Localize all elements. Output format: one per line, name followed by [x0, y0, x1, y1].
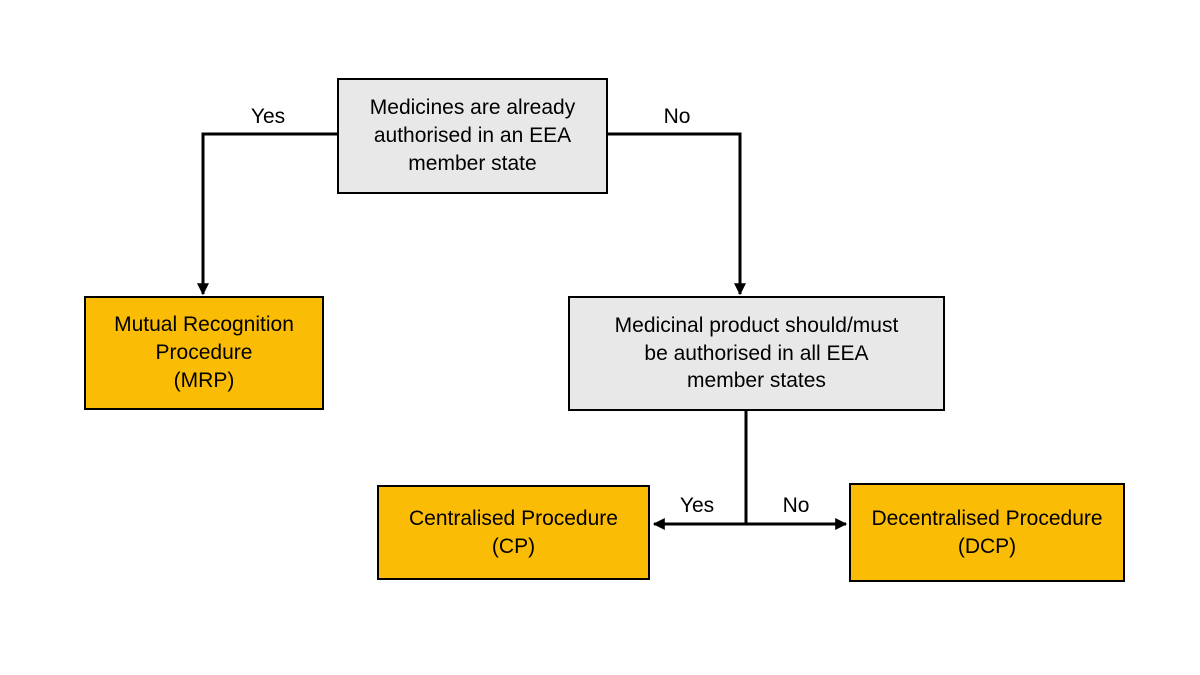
node-mutual-recognition-procedure: Mutual Recognition Procedure (MRP): [84, 296, 324, 410]
node-centralised-procedure: Centralised Procedure (CP): [377, 485, 650, 580]
edge-label-yes-top: Yes: [250, 105, 286, 128]
edge-no-top-arrow: [608, 132, 746, 296]
edge-label-no-top: No: [663, 105, 691, 128]
node-centralised-procedure-label: Centralised Procedure (CP): [409, 506, 618, 558]
node-authorised-all-eea-states-label: Medicinal product should/must be authori…: [614, 313, 899, 393]
edge-label-yes-bottom: Yes: [679, 494, 715, 517]
node-medicines-already-authorised: Medicines are already authorised in an E…: [337, 78, 608, 194]
node-decentralised-procedure-label: Decentralised Procedure (DCP): [871, 506, 1103, 558]
edge-yes-top-arrow: [197, 132, 337, 296]
node-decentralised-procedure: Decentralised Procedure (DCP): [849, 483, 1125, 582]
node-mutual-recognition-procedure-label: Mutual Recognition Procedure (MRP): [114, 313, 294, 392]
edge-label-no-bottom: No: [782, 494, 810, 517]
node-authorised-all-eea-states: Medicinal product should/must be authori…: [568, 296, 945, 411]
node-medicines-already-authorised-label: Medicines are already authorised in an E…: [369, 96, 576, 175]
